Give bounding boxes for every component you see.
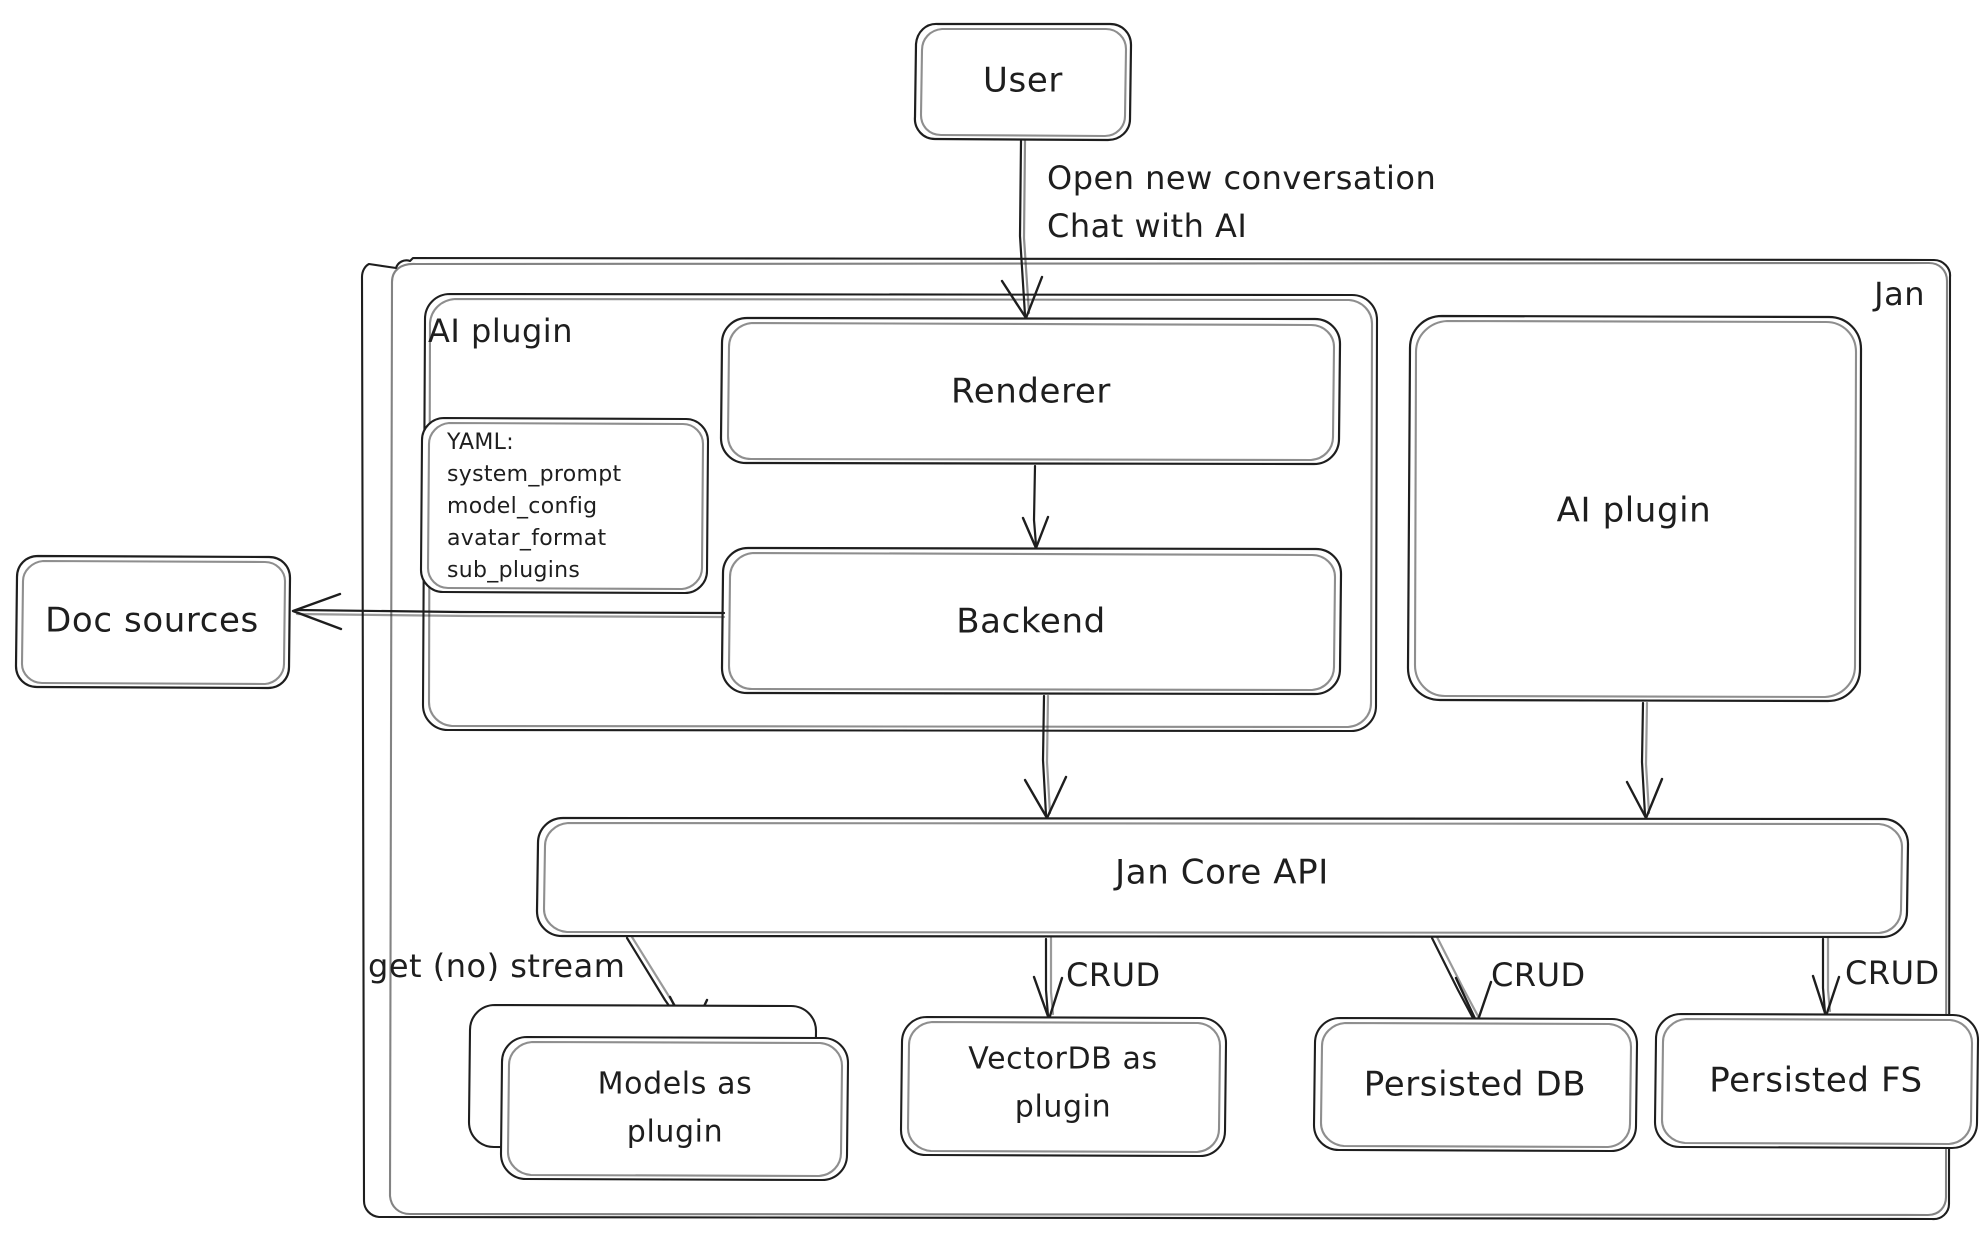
node-backend-label: Backend bbox=[956, 602, 1106, 642]
edge-api-to-persisted-fs: CRUD bbox=[1811, 936, 1940, 1018]
node-persisted-fs[interactable]: Persisted FS bbox=[1653, 1012, 1980, 1150]
node-backend[interactable]: Backend bbox=[720, 546, 1343, 696]
node-vectordb-as-plugin[interactable]: VectorDB as plugin bbox=[899, 1015, 1228, 1158]
node-persisted-fs-label: Persisted FS bbox=[1709, 1061, 1922, 1101]
yaml-item-system-prompt: system_prompt bbox=[447, 462, 622, 487]
edge-user-to-renderer: Open new conversation Chat with AI bbox=[1000, 139, 1436, 320]
container-jan: Jan bbox=[360, 256, 1952, 1221]
node-user[interactable]: User bbox=[913, 22, 1133, 142]
edge-api-to-persisted-db: CRUD bbox=[1430, 935, 1586, 1025]
node-user-label: User bbox=[983, 61, 1063, 101]
node-jan-core-api[interactable]: Jan Core API bbox=[535, 816, 1910, 939]
edge-label-user-to-renderer-line2: Chat with AI bbox=[1047, 207, 1247, 245]
node-models-as-plugin-label-line1: Models as bbox=[598, 1067, 753, 1102]
yaml-item-sub-plugins: sub_plugins bbox=[447, 558, 580, 583]
node-renderer-label: Renderer bbox=[951, 372, 1111, 412]
edge-label-api-to-persisted-fs: CRUD bbox=[1845, 954, 1940, 992]
edge-label-api-to-persisted-db: CRUD bbox=[1491, 956, 1586, 994]
edge-renderer-to-backend bbox=[1021, 464, 1050, 550]
node-renderer[interactable]: Renderer bbox=[719, 316, 1342, 466]
node-ai-plugin-right[interactable]: AI plugin bbox=[1406, 314, 1863, 703]
yaml-item-model-config: model_config bbox=[447, 494, 597, 519]
edge-ai-plugin-to-jan-core-api bbox=[1625, 701, 1664, 820]
container-jan-label: Jan bbox=[1872, 275, 1925, 313]
edge-label-api-to-vectordb: CRUD bbox=[1066, 956, 1161, 994]
node-models-as-plugin[interactable]: Models as plugin bbox=[467, 1003, 850, 1182]
edge-backend-to-jan-core-api bbox=[1023, 694, 1068, 820]
edge-backend-to-doc-sources bbox=[291, 592, 726, 631]
card-yaml-config: YAML: system_prompt model_config avatar_… bbox=[419, 416, 710, 595]
edge-label-api-to-models: get (no) stream bbox=[368, 947, 625, 985]
container-ai-plugin-group: AI plugin bbox=[421, 292, 1379, 733]
node-models-as-plugin-label-line2: plugin bbox=[627, 1115, 723, 1150]
node-doc-sources[interactable]: Doc sources bbox=[14, 554, 292, 690]
node-persisted-db-label: Persisted DB bbox=[1364, 1065, 1586, 1105]
node-jan-core-api-label: Jan Core API bbox=[1113, 853, 1329, 893]
yaml-heading: YAML: bbox=[446, 430, 514, 455]
edge-label-user-to-renderer-line1: Open new conversation bbox=[1047, 159, 1436, 197]
node-ai-plugin-right-label: AI plugin bbox=[1557, 491, 1712, 531]
node-doc-sources-label: Doc sources bbox=[45, 601, 259, 641]
node-persisted-db[interactable]: Persisted DB bbox=[1312, 1016, 1639, 1153]
container-ai-plugin-group-label: AI plugin bbox=[428, 312, 573, 350]
node-vectordb-as-plugin-label-line1: VectorDB as bbox=[968, 1042, 1157, 1077]
edge-api-to-vectordb: CRUD bbox=[1032, 936, 1161, 1021]
yaml-item-avatar-format: avatar_format bbox=[447, 526, 607, 551]
node-vectordb-as-plugin-label-line2: plugin bbox=[1015, 1090, 1111, 1125]
